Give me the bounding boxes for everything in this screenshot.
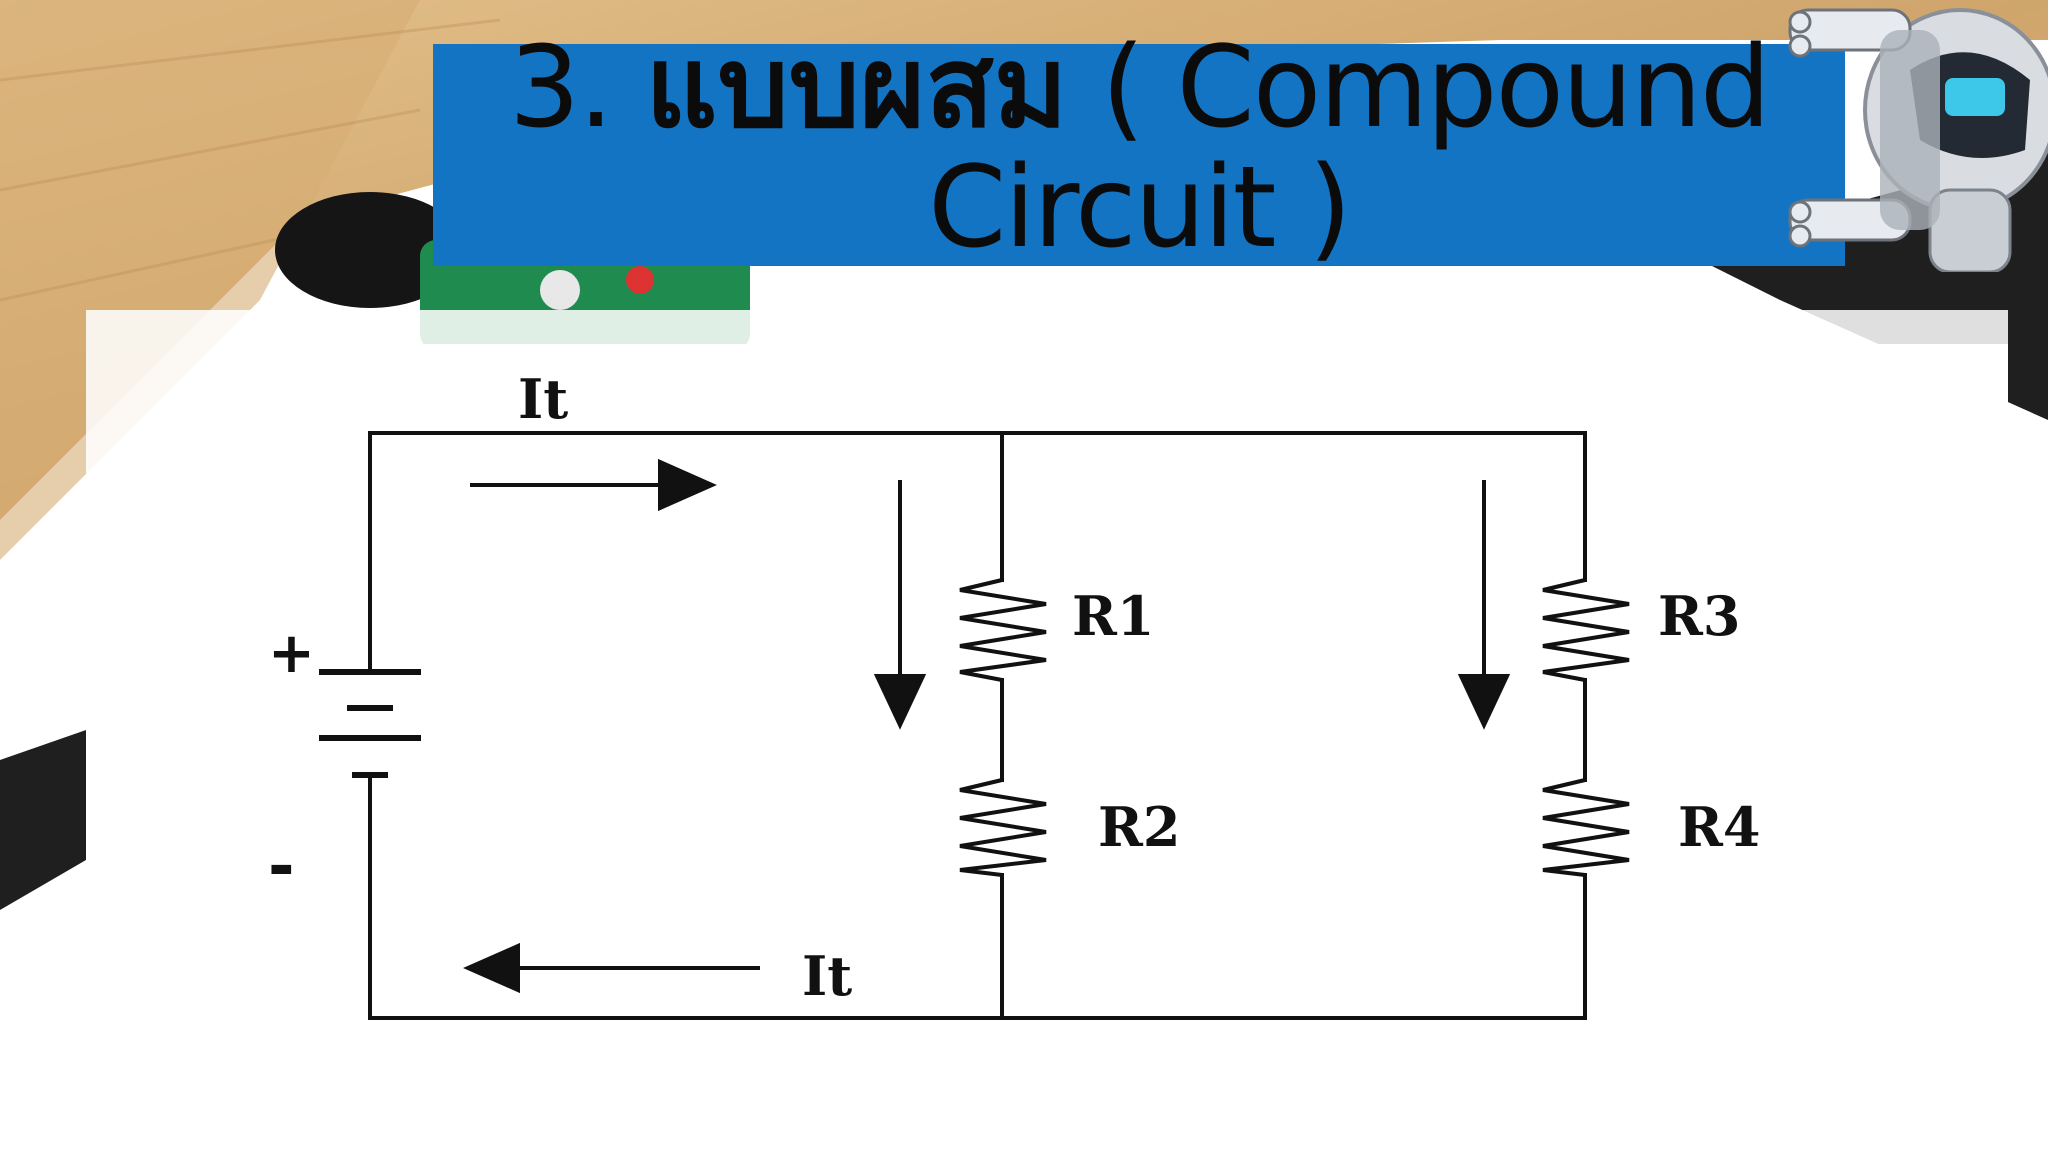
title-number: 3. xyxy=(508,23,614,153)
resistor-r1-icon xyxy=(959,578,1047,682)
resistor-r4-icon xyxy=(1542,778,1630,877)
slide-title-line-2: Circuit ) xyxy=(928,143,1352,273)
arrow-branch-2-head xyxy=(1457,674,1511,730)
resistor-r3-label: R3 xyxy=(1658,584,1740,648)
title-thai: แบบผสม xyxy=(645,23,1068,153)
resistor-r2-label: R2 xyxy=(1098,795,1180,859)
robot-mascot-icon xyxy=(1788,8,2048,272)
arrow-top-head xyxy=(658,458,717,512)
resistor-r3-icon xyxy=(1542,578,1630,682)
current-label-top: It xyxy=(518,367,568,431)
resistor-r1-label: R1 xyxy=(1072,584,1154,648)
battery-positive-label: + xyxy=(268,621,315,686)
title-banner xyxy=(433,44,1845,266)
arrow-branch-1-head xyxy=(873,674,927,730)
battery-negative-label: - xyxy=(268,830,295,904)
current-label-bottom: It xyxy=(802,944,852,1008)
resistor-r4-label: R4 xyxy=(1678,795,1760,859)
arrow-bottom-head xyxy=(463,942,520,994)
title-english: ( Compound xyxy=(1101,23,1771,153)
battery-icon xyxy=(319,669,421,778)
resistor-r2-icon xyxy=(959,778,1047,877)
slide-title-line-1: 3. แบบผสม ( Compound xyxy=(433,28,1845,148)
